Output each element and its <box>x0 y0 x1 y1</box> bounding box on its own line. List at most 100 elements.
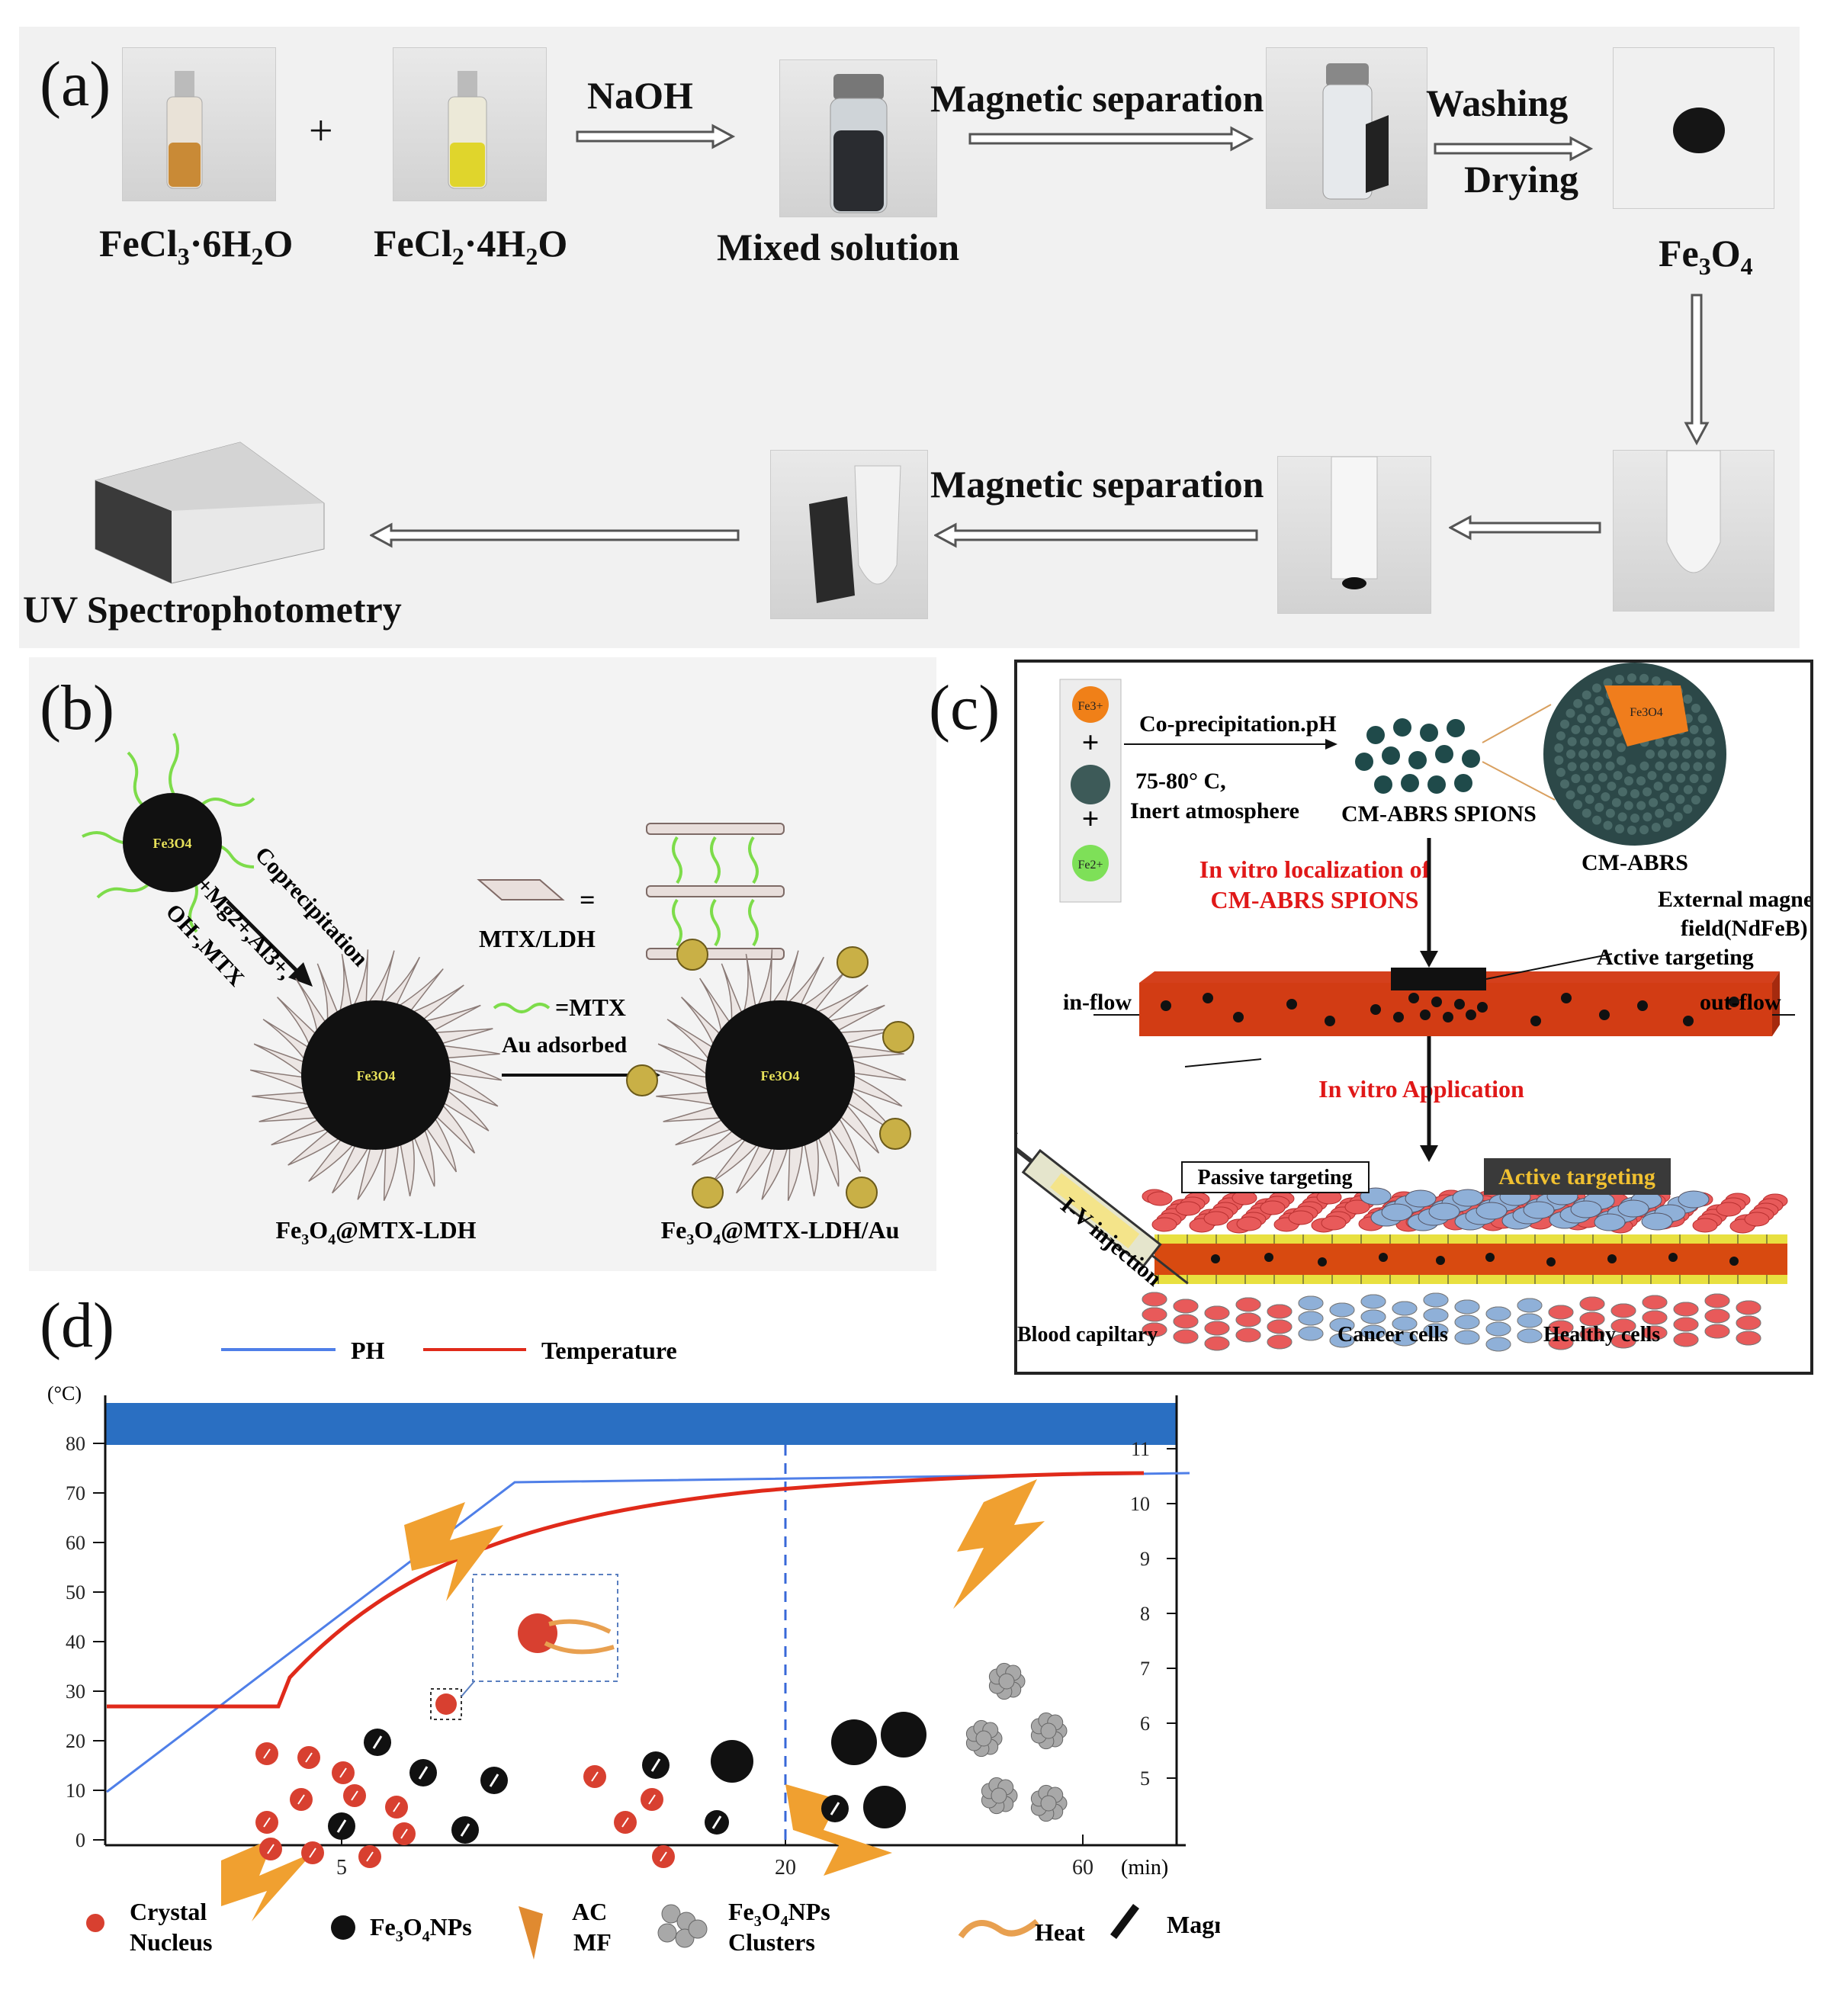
panel-d-diagram: PH Temperature (°C) 0 10 20 30 40 50 60 70 80 5 6… <box>47 1337 1220 1960</box>
svg-text:Active targeting: Active targeting <box>1498 1164 1655 1189</box>
svg-text:20: 20 <box>66 1730 85 1752</box>
ldh-stack <box>646 823 785 960</box>
svg-text:7: 7 <box>1140 1658 1150 1680</box>
panel-a-label: (a) <box>40 49 111 120</box>
svg-text:MTX/LDH: MTX/LDH <box>479 925 596 952</box>
label-fecl3: FeCl3·6H2O <box>99 222 294 270</box>
svg-text:30: 30 <box>66 1681 85 1703</box>
svg-text:8: 8 <box>1140 1603 1150 1625</box>
svg-text:5: 5 <box>336 1856 347 1880</box>
label-washing: Washing <box>1426 82 1569 124</box>
svg-text:40: 40 <box>66 1631 85 1653</box>
syringe <box>1017 1130 1189 1285</box>
photo-tube-magnet <box>770 450 928 619</box>
svg-text:Fe3O4: Fe3O4 <box>357 1068 396 1083</box>
svg-text:Co-precipitation.pH: Co-precipitation.pH <box>1139 711 1337 737</box>
svg-text:Inert atmosphere: Inert atmosphere <box>1130 798 1299 823</box>
svg-text:In vitro Application: In vitro Application <box>1318 1075 1524 1103</box>
ldh-coated-core-1 <box>249 949 503 1201</box>
photo-separation-vial <box>1266 47 1427 209</box>
svg-text:Fe3O4NPs: Fe3O4NPs <box>728 1898 830 1930</box>
panel-d-label: (d) <box>40 1290 114 1361</box>
cm-abrs-sphere <box>1543 663 1726 846</box>
svg-text:80: 80 <box>66 1433 85 1455</box>
label-mixed-solution: Mixed solution <box>717 226 960 268</box>
svg-text:out-flow: out-flow <box>1700 990 1781 1015</box>
svg-text:Magnetic Moment: Magnetic Moment <box>1167 1911 1220 1938</box>
photo-mixed-solution <box>779 59 937 217</box>
svg-text:+: + <box>1082 725 1100 759</box>
svg-text:MF: MF <box>573 1928 612 1956</box>
svg-text:11: 11 <box>1131 1438 1150 1460</box>
arrow-magnetic-separation-1 <box>968 126 1254 152</box>
label-fe3o4-product: Fe3O4 <box>1659 232 1753 280</box>
arrow-left-3 <box>370 522 740 548</box>
svg-text:5: 5 <box>1140 1767 1150 1790</box>
mtx-ldh-legend-plate <box>477 879 565 900</box>
svg-text:60: 60 <box>1072 1856 1093 1880</box>
svg-text:Passive targeting: Passive targeting <box>1198 1166 1353 1189</box>
svg-text:Fe3O4@MTX-LDH/Au: Fe3O4@MTX-LDH/Au <box>661 1216 900 1248</box>
arrow-naoh <box>576 124 736 149</box>
photo-fecl3-vial <box>122 47 276 201</box>
svg-text:Healthy cells: Healthy cells <box>1543 1323 1660 1347</box>
panel-c-diagram: Fe3+ + + Fe2+ Co-precipitation.pH 75-80°… <box>1017 663 1810 1352</box>
photo-tube-2 <box>1277 456 1431 614</box>
uv-spectrophotometer <box>95 441 325 584</box>
svg-text:Nucleus: Nucleus <box>130 1928 212 1956</box>
temperature-curve <box>107 1471 1145 1709</box>
svg-text:Fe2+: Fe2+ <box>1077 859 1103 872</box>
svg-text:75-80° C,: 75-80° C, <box>1135 769 1226 794</box>
svg-text:60: 60 <box>66 1532 85 1554</box>
svg-text:Crystal: Crystal <box>130 1898 207 1925</box>
au-nanoparticles <box>626 939 914 1209</box>
svg-text:50: 50 <box>66 1581 85 1603</box>
svg-text:10: 10 <box>1130 1493 1150 1515</box>
arrow-left-2 <box>934 522 1258 548</box>
svg-text:CM-ABRS SPIONS: CM-ABRS SPIONS <box>1341 801 1537 827</box>
fe3o4-core-start <box>82 733 255 933</box>
svg-text:20: 20 <box>775 1856 796 1880</box>
svg-text:AC: AC <box>572 1898 607 1925</box>
svg-text:External magnetic: External magnetic <box>1658 887 1810 912</box>
arrow-left-1 <box>1449 515 1601 541</box>
svg-text:=: = <box>580 884 596 915</box>
panel-b-diagram: Fe3O4 = MTX/LDH =MTX Coprecipitation +Mg… <box>82 733 914 1248</box>
ldh-coated-core-2 <box>653 949 907 1201</box>
svg-text:CM-ABRS SPIONS: CM-ABRS SPIONS <box>1211 886 1419 913</box>
svg-text:Cancer cells: Cancer cells <box>1337 1323 1448 1347</box>
svg-text:Fe3O4: Fe3O4 <box>761 1068 800 1083</box>
plus-sign: + <box>309 108 333 155</box>
svg-text:+: + <box>1082 801 1100 836</box>
svg-text:70: 70 <box>66 1482 85 1504</box>
spions-cluster <box>1355 718 1480 794</box>
svg-text:PH: PH <box>351 1337 385 1364</box>
panel-b <box>29 657 936 1271</box>
svg-text:Fe3O4@MTX-LDH: Fe3O4@MTX-LDH <box>275 1216 476 1248</box>
panel-c-label: (c) <box>929 673 1000 743</box>
svg-text:Temperature: Temperature <box>541 1337 677 1364</box>
label-naoh: NaOH <box>587 74 693 117</box>
svg-text:=MTX: =MTX <box>555 994 626 1021</box>
photo-fecl2-vial <box>393 47 547 201</box>
photo-fe3o4-powder <box>1613 47 1774 209</box>
svg-text:(°C): (°C) <box>47 1382 82 1404</box>
label-uv: UV Spectrophotometry <box>23 588 402 631</box>
svg-text:6: 6 <box>1140 1713 1150 1735</box>
svg-text:in-flow: in-flow <box>1063 990 1132 1015</box>
svg-text:CM-ABRS: CM-ABRS <box>1582 850 1688 875</box>
svg-text:0: 0 <box>75 1829 85 1851</box>
svg-text:Fe3O4NPs: Fe3O4NPs <box>370 1913 472 1945</box>
svg-text:Fe3O4: Fe3O4 <box>1630 706 1663 719</box>
svg-text:10: 10 <box>66 1780 85 1802</box>
photo-tube-1 <box>1613 450 1774 612</box>
acmf-bolts <box>221 1479 1045 1921</box>
svg-text:Active targeting: Active targeting <box>1597 945 1754 970</box>
svg-text:9: 9 <box>1140 1548 1150 1570</box>
core-label-start: Fe3O4 <box>153 836 192 851</box>
svg-text:(min): (min) <box>1121 1856 1168 1880</box>
svg-text:Au adsorbed: Au adsorbed <box>502 1032 628 1058</box>
svg-text:Clusters: Clusters <box>728 1928 815 1956</box>
svg-text:field(NdFeB): field(NdFeB) <box>1681 916 1808 941</box>
panel-b-label: (b) <box>40 673 114 743</box>
